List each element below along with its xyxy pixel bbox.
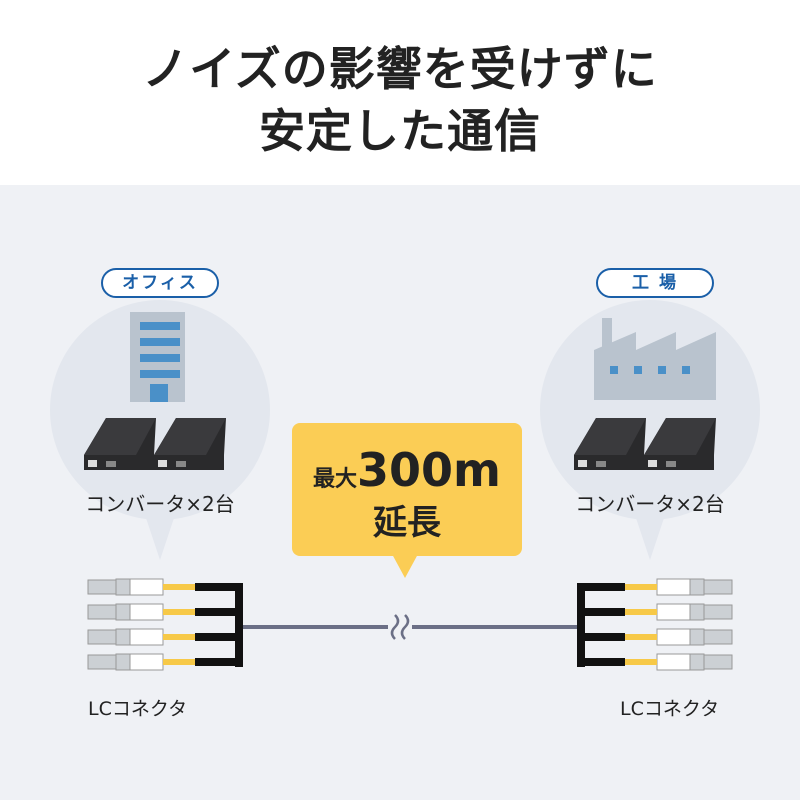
right-fiber-junction	[577, 583, 585, 667]
lc-connector-left	[87, 628, 239, 646]
headline-line2: 安定した通信	[259, 104, 541, 158]
lc-connector-left	[87, 653, 239, 671]
right-connector-label: LCコネクタ	[620, 698, 720, 720]
media-converter-icon	[644, 418, 716, 470]
lc-connector-right	[581, 603, 733, 621]
factory-label: 工 場	[596, 268, 714, 298]
lc-connector-right	[581, 628, 733, 646]
media-converter-icon	[574, 418, 646, 470]
media-converter-icon	[84, 418, 156, 470]
header-band	[0, 0, 800, 185]
left-fiber-junction	[235, 583, 243, 667]
callout-tail	[392, 554, 418, 578]
factory-converter-label: コンバータ×2台	[575, 492, 725, 516]
lc-connector-right	[581, 653, 733, 671]
office-building-icon	[130, 312, 185, 402]
media-converter-icon	[154, 418, 226, 470]
lc-connector-left	[87, 603, 239, 621]
lc-connector-right	[581, 578, 733, 596]
office-bubble-tail	[145, 515, 175, 560]
callout-suffix: 延長	[373, 503, 441, 543]
office-converter-label: コンバータ×2台	[85, 492, 235, 516]
factory-icon	[594, 318, 716, 400]
left-connector-label: LCコネクタ	[88, 698, 188, 720]
office-label: オフィス	[101, 268, 219, 298]
lc-connector-left	[87, 578, 239, 596]
distance-callout: 最大300m 延長	[292, 423, 522, 556]
callout-distance: 300m	[357, 443, 501, 497]
factory-bubble-tail	[635, 515, 665, 560]
headline-line1: ノイズの影響を受けずに	[142, 42, 658, 96]
factory-circle	[540, 300, 760, 520]
cable-break-icon	[390, 614, 410, 640]
callout-prefix: 最大	[313, 467, 358, 492]
headline: ノイズの影響を受けずに 安定した通信	[0, 38, 800, 162]
